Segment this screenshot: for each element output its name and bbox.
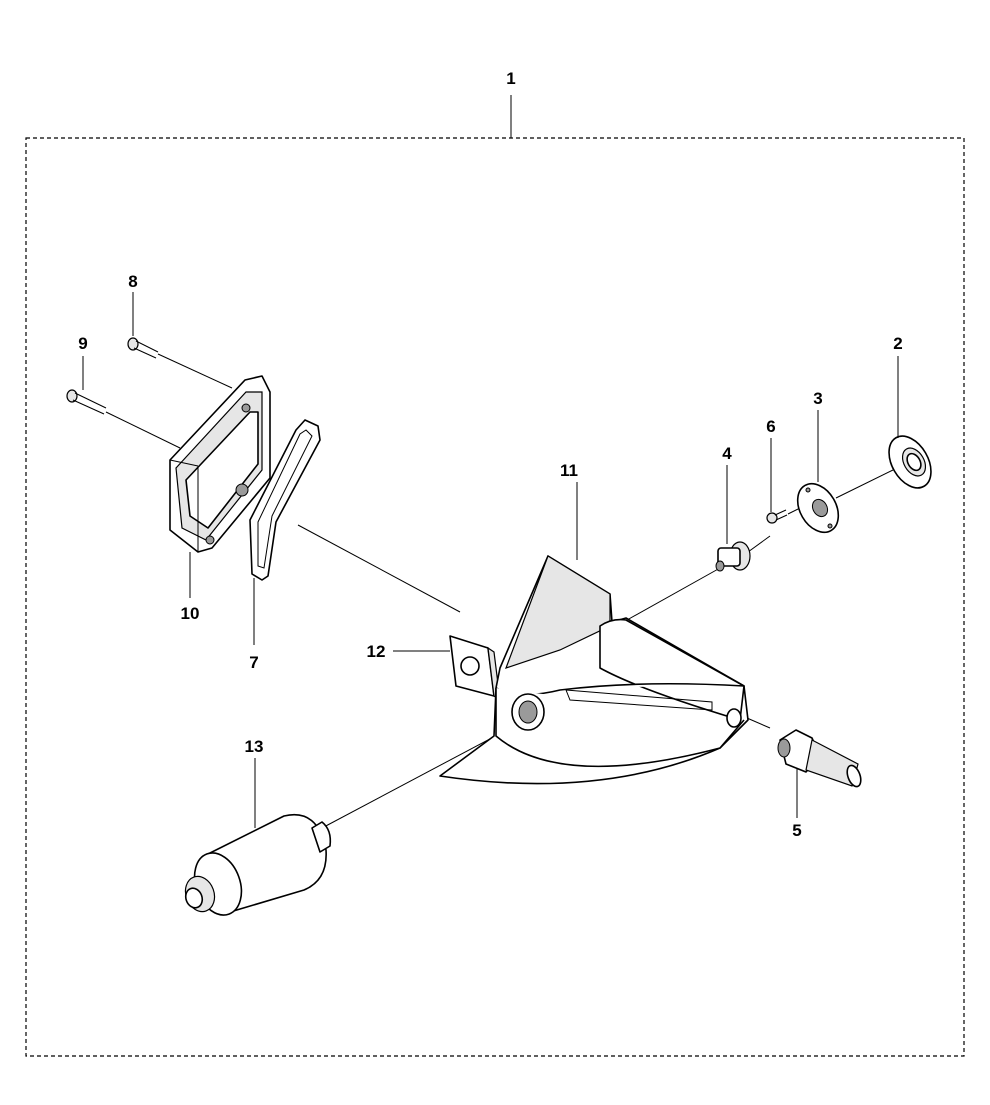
callout-5[interactable]: 5 — [792, 821, 801, 840]
connector-part-5[interactable] — [777, 729, 863, 788]
arm-bracket-part-11[interactable] — [439, 555, 749, 785]
callout-13[interactable]: 13 — [245, 737, 264, 756]
assembly-axis-lines — [105, 353, 894, 829]
fitting-part-4[interactable] — [715, 541, 751, 572]
callout-2[interactable]: 2 — [893, 334, 902, 353]
screw-part-6[interactable] — [766, 509, 788, 524]
gasket-part-7[interactable] — [249, 419, 321, 581]
washer-part-12[interactable] — [449, 635, 501, 702]
bushing-part-13[interactable] — [181, 814, 332, 922]
callout-11[interactable]: 11 — [560, 461, 578, 480]
screw-part-8[interactable] — [127, 337, 159, 359]
callout-1[interactable]: 1 — [506, 69, 515, 88]
callout-8[interactable]: 8 — [128, 272, 137, 291]
flange-part-3[interactable] — [789, 476, 846, 539]
cover-part-10[interactable] — [169, 375, 271, 553]
bearing-cap-part-2[interactable] — [880, 429, 939, 495]
callout-3[interactable]: 3 — [813, 389, 822, 408]
callout-10[interactable]: 10 — [181, 604, 200, 623]
callout-4[interactable]: 4 — [722, 444, 732, 463]
callout-7[interactable]: 7 — [249, 653, 258, 672]
callout-12[interactable]: 12 — [367, 642, 386, 661]
kit-boundary — [25, 137, 965, 1057]
callout-9[interactable]: 9 — [78, 334, 87, 353]
callout-6[interactable]: 6 — [766, 417, 775, 436]
screw-part-9[interactable] — [66, 389, 107, 415]
